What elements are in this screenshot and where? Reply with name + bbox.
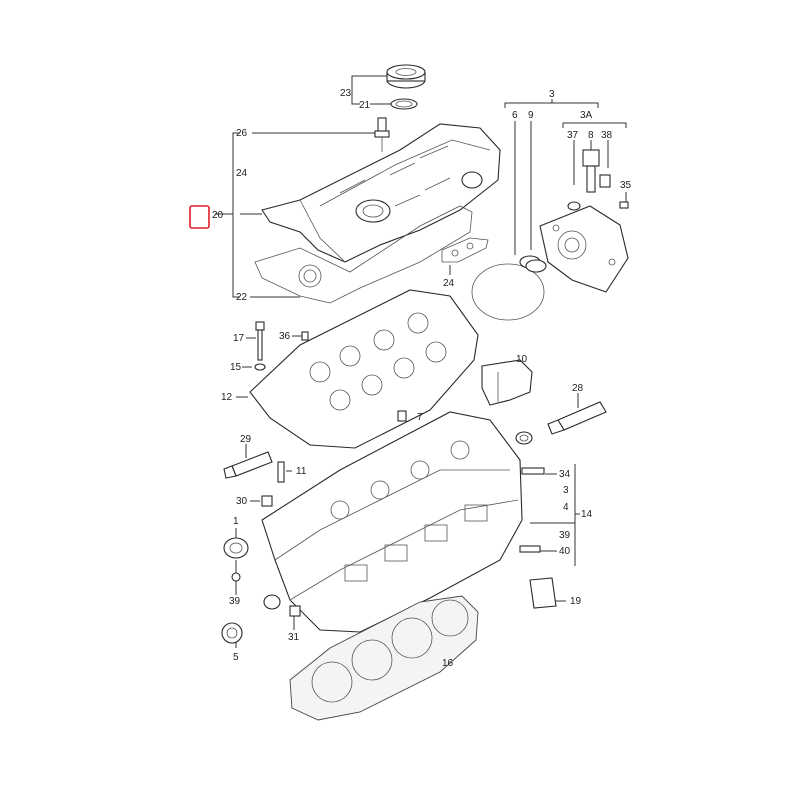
cylinder-head: [261, 411, 523, 633]
stud-lower: [519, 545, 541, 553]
oil-filler-seal-ring: [390, 98, 418, 110]
chain-tensioner: [481, 359, 533, 406]
seal-rings: [519, 255, 547, 273]
callout-31: 31: [288, 632, 300, 643]
callout-37: 37: [567, 130, 579, 141]
cover-gasket: [254, 205, 473, 304]
camshaft-carrier: [249, 289, 479, 449]
callout-21: 21: [359, 100, 371, 111]
callout-20: 20: [212, 210, 224, 221]
solenoid-valve: [567, 149, 611, 211]
stud-upper: [521, 467, 545, 475]
callout-34: 34: [559, 469, 571, 480]
callout-1: 1: [233, 516, 239, 527]
callout-26: 26: [236, 128, 248, 139]
callout-6: 6: [512, 110, 518, 121]
callout-30: 30: [236, 496, 248, 507]
callout-7: 7: [417, 412, 423, 423]
adjuster-gasket: [471, 263, 545, 321]
callout-39-right: 39: [559, 530, 571, 541]
callout-5: 5: [233, 652, 239, 663]
callout-3-right: 3: [563, 485, 569, 496]
callout-38: 38: [601, 130, 613, 141]
shaft-seal: [223, 537, 249, 559]
cover-plate: [529, 577, 557, 609]
callout-35: 35: [620, 180, 632, 191]
callout-8: 8: [588, 130, 594, 141]
callout-16: 16: [442, 658, 454, 669]
sealant-tube-left: [223, 451, 273, 479]
cover-bolt: [374, 117, 390, 152]
washer: [231, 572, 241, 582]
callout-22: 22: [236, 292, 248, 303]
guide-pin: [277, 461, 285, 483]
callout-3-top: 3: [549, 89, 555, 100]
callout-12: 12: [221, 392, 233, 403]
callout-10: 10: [516, 354, 528, 365]
screw: [261, 495, 273, 507]
head-gasket: [289, 595, 479, 721]
callout-15: 15: [230, 362, 242, 373]
cam-adjuster-housing: [539, 205, 629, 293]
callout-14: 14: [581, 509, 593, 520]
callout-29: 29: [240, 434, 252, 445]
callout-39-left: 39: [229, 596, 241, 607]
callout-17: 17: [233, 333, 245, 344]
seal-ring: [515, 431, 533, 445]
oil-filler-cap: [386, 64, 426, 89]
callout-36: 36: [279, 331, 291, 342]
callout-40: 40: [559, 546, 571, 557]
plug: [397, 410, 407, 422]
highlight-box[interactable]: [189, 205, 210, 229]
callout-28: 28: [572, 383, 584, 394]
carrier-bolt: [254, 321, 266, 371]
callout-labels: 23 21 26 24 20 22 3 6 9 3A 37 8 38 35 24…: [212, 88, 632, 669]
callout-19: 19: [570, 596, 582, 607]
sealant-tube: [547, 401, 607, 435]
callout-23: 23: [340, 88, 352, 99]
banjo-bolt: [289, 605, 301, 617]
sprocket: [221, 622, 243, 644]
callout-4: 4: [563, 502, 569, 513]
adjuster-bolt: [619, 201, 629, 209]
callout-24-left: 24: [236, 168, 248, 179]
callout-11: 11: [296, 466, 307, 477]
callout-9: 9: [528, 110, 534, 121]
small-gasket: [441, 237, 489, 263]
plug-seal: [263, 594, 281, 610]
valve-cover: [261, 123, 501, 263]
dowel-pin: [301, 331, 309, 341]
callout-24-gasket: 24: [443, 278, 455, 289]
callout-3A: 3A: [580, 110, 593, 121]
